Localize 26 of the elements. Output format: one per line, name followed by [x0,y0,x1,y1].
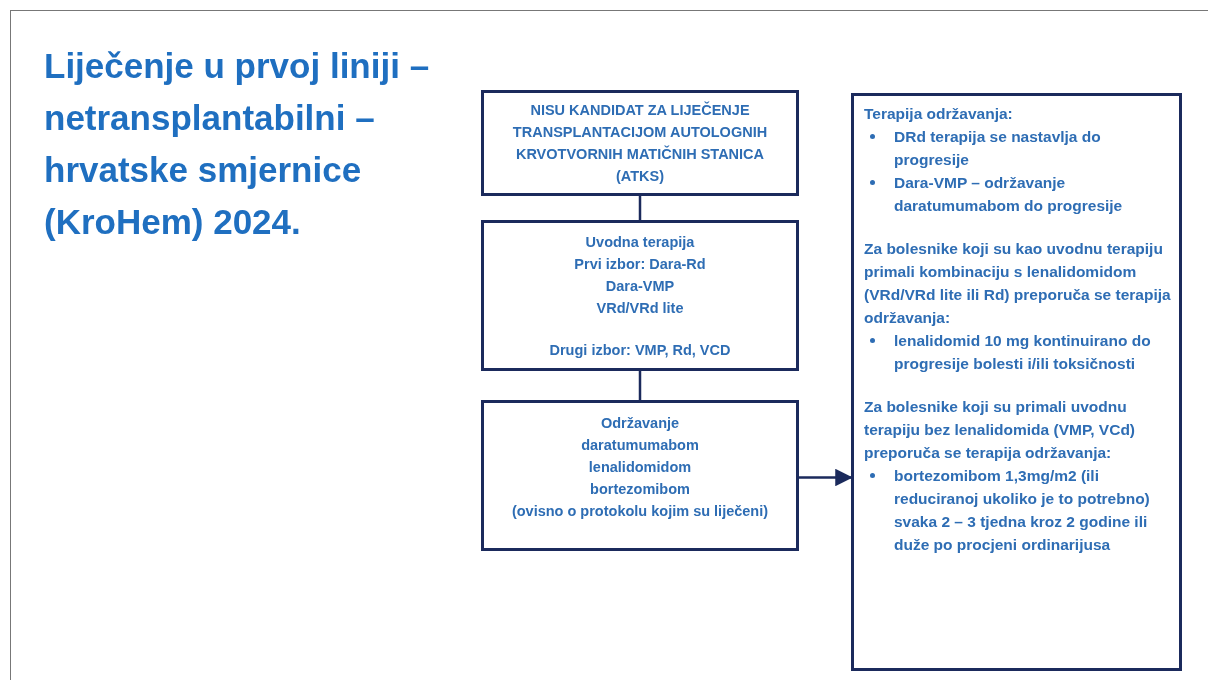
box-text: Za bolesnike koji su primali uvodnu terapiju bez lenalidomida (VMP, VCd) preporuča se terapija održavanja: [864,397,1136,463]
box-text: VRd/VRd lite [595,298,685,318]
text-box [481,400,799,551]
box-text: Drugi izbor: VMP, Rd, VCD [548,340,732,360]
slide-title: Liječenje u prvoj liniji – netransplantabilni – hrvatske smjernice (KroHem) 2024. [44,45,431,243]
text-box [481,90,799,196]
box-text: Prvi izbor: Dara-Rd [573,254,707,274]
box-heading: Održavanje [599,413,681,433]
list-item: lenalidomid 10 mg kontinuirano do progresije bolesti i/ili toksičnosti [894,332,1151,372]
list-item: bortezomibom 1,3mg/m2 (ili reduciranoj ukoliko je to potrebno) svaka 2 – 3 tjedna kroz 2 godine ili duže po procjeni ordinarijusa [894,467,1150,553]
box-text: Dara-VMP [604,276,676,296]
box-heading: Terapija održavanja: [864,104,1014,124]
box-text: lenalidomidom [587,457,693,477]
arrow [799,468,853,487]
box-text: Za bolesnike koji su kao uvodnu terapiju primali kombinaciju s lenalidomidom (VRd/VRd lite ili Rd) preporuča se terapija održavanja: [864,239,1171,328]
list-item: Dara-VMP – održavanje daratumumabom do progresije [894,174,1123,214]
text-box [481,220,799,371]
box-text: bortezomibom [589,479,691,499]
box-text: daratumumabom [580,435,700,455]
list-item: DRd terapija se nastavlja do progresije [894,128,1101,168]
box-heading: Uvodna terapija [584,232,696,252]
box-heading: NISU KANDIDAT ZA LIJEČENJE TRANSPLANTACIJOM AUTOLOGNIH KRVOTVORNIH MATIČNIH STANICA (ATKS) [511,100,769,186]
box-text: (ovisno o protokolu kojim su liječeni) [510,501,770,521]
text-box [851,93,1182,671]
connector-line [638,196,642,220]
connector-line [638,371,642,400]
